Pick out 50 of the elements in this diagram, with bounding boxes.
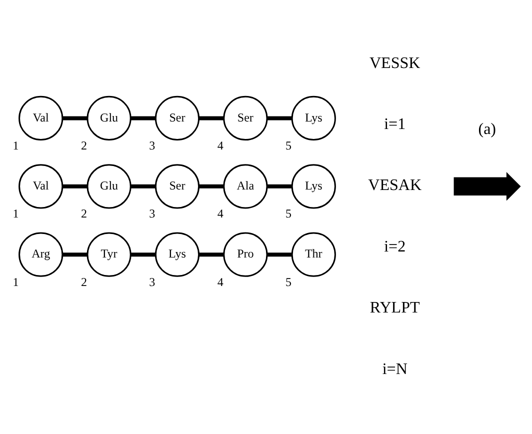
connector [130, 116, 156, 120]
label: i=N [382, 360, 408, 378]
node-circle: Arg [18, 232, 64, 277]
connector [198, 252, 224, 257]
connector [198, 116, 224, 120]
label: i=2 [384, 238, 406, 256]
node-arrow [454, 172, 521, 201]
node-circle: Glu [86, 96, 132, 141]
connector [198, 184, 224, 188]
node-circle: Ala [223, 164, 268, 209]
connector [62, 116, 88, 120]
node-circle: Ser [223, 96, 268, 141]
connector [267, 252, 292, 257]
node-circle: Glu [86, 164, 132, 209]
node-label: 1 [12, 274, 19, 289]
label: VESAK [368, 177, 422, 194]
connector [62, 184, 88, 188]
label: (a) [478, 121, 496, 138]
label: i=1 [384, 116, 406, 134]
connector [130, 184, 156, 188]
node-circle: Lys [291, 96, 336, 141]
node-label: 5 [286, 138, 292, 152]
node-circle: Ser [154, 164, 200, 209]
node-circle: Thr [291, 232, 336, 277]
node-label: 4 [217, 206, 224, 221]
node-circle: Ser [154, 96, 200, 141]
connector [267, 116, 292, 120]
node-label: 3 [149, 206, 156, 221]
node-label: 4 [217, 274, 224, 289]
node-circle: Val [18, 96, 64, 141]
node-label: 5 [286, 274, 292, 289]
node-label: 5 [286, 206, 292, 221]
node-label: 1 [12, 138, 19, 152]
node-circle: Val [18, 164, 64, 209]
node-circle: Pro [223, 232, 268, 277]
node-label: 4 [217, 138, 224, 152]
connector [130, 252, 156, 257]
label: VESSK [369, 54, 420, 72]
node-label: 2 [80, 206, 87, 221]
node-circle: Tyr [86, 232, 132, 277]
node-label: 2 [80, 138, 87, 152]
node-label: 1 [12, 206, 19, 221]
connector [267, 184, 292, 188]
node-circle: Lys [291, 164, 336, 209]
connector [62, 252, 88, 257]
node-label: 3 [149, 138, 156, 152]
node-label: 2 [80, 274, 87, 289]
node-label: 3 [149, 274, 156, 289]
node-circle: Lys [154, 232, 200, 277]
label: RYLPT [370, 300, 420, 317]
